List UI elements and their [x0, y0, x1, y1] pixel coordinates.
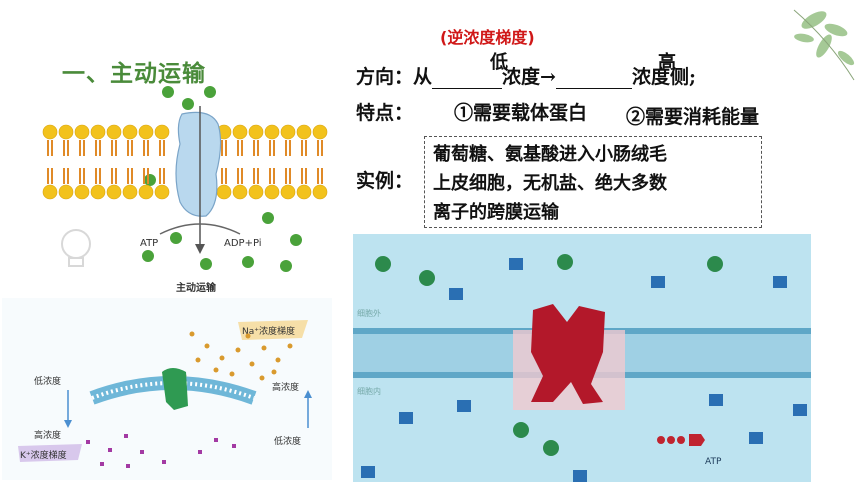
feature-2: ②需要消耗能量	[626, 102, 760, 129]
blank-low	[432, 70, 503, 89]
ion-pump-animation: 细胞外 细胞内 ATP	[353, 234, 811, 482]
high-label-left: 高浓度	[34, 429, 61, 441]
low-label-left: 低浓度	[34, 375, 61, 387]
arrow-icon: →	[540, 66, 556, 88]
example-line-3: 离子的跨膜运输	[433, 202, 559, 223]
inside-label: 细胞内	[357, 386, 381, 396]
gradient-diagram: Na⁺浓度梯度 低浓度 高浓度 高浓度 低浓度 K⁺浓度梯度	[2, 298, 332, 480]
gradient-diagram-svg: Na⁺浓度梯度 低浓度 高浓度 高浓度 低浓度 K⁺浓度梯度	[18, 320, 312, 468]
example-label: 实例：	[356, 170, 414, 192]
low-label-right: 低浓度	[274, 435, 301, 447]
answer-high: 高	[658, 52, 676, 73]
outside-label: 细胞外	[357, 308, 381, 318]
high-label-right: 高浓度	[272, 381, 299, 393]
lipid-heads-bottom	[42, 184, 328, 200]
leaf-decoration	[793, 9, 855, 81]
k-gradient-label: K⁺浓度梯度	[20, 449, 67, 461]
atp-molecule: ATP	[657, 434, 722, 467]
diagram1-caption: 主动运输	[176, 281, 217, 294]
answer-low: 低	[490, 52, 508, 73]
k-dots	[86, 434, 236, 468]
blank-high	[555, 70, 632, 89]
feature-1: ①需要载体蛋白	[454, 102, 588, 124]
na-gradient-label: Na⁺浓度梯度	[242, 325, 295, 337]
ion-pump-svg: 细胞外 细胞内 ATP	[353, 254, 811, 482]
page-title: 一、主动运输	[62, 61, 206, 87]
na-ions	[375, 254, 723, 456]
direction-mid: 浓度	[502, 66, 541, 88]
k-ions	[361, 258, 807, 482]
atp-label: ATP	[140, 238, 158, 249]
direction-line: 方向：从 浓度→ 浓度侧;	[356, 62, 696, 89]
concentration-note: (逆浓度梯度)	[440, 28, 535, 47]
example-line-2: 上皮细胞，无机盐、绝大多数	[433, 173, 667, 194]
example-line-1: 葡萄糖、氨基酸进入小肠绒毛	[433, 144, 667, 165]
adp-label: ADP+Pi	[224, 238, 262, 249]
features-line: 特点：	[356, 98, 413, 125]
lightbulb-icon	[61, 229, 91, 267]
green-molecules	[142, 86, 302, 272]
example-box: 葡萄糖、氨基酸进入小肠绒毛 上皮细胞，无机盐、绝大多数 离子的跨膜运输	[424, 136, 762, 228]
carrier-protein	[175, 111, 222, 217]
active-transport-diagram: ATP ADP+Pi 主动运输	[42, 86, 328, 294]
atp-label-2: ATP	[705, 457, 722, 467]
features-label: 特点：	[356, 102, 414, 124]
direction-end: 浓度侧;	[631, 66, 696, 88]
direction-from: 从	[413, 66, 433, 88]
lipid-tails	[47, 140, 323, 184]
na-dots	[181, 331, 293, 381]
lipid-heads-top	[42, 124, 328, 140]
direction-label: 方向：	[356, 66, 414, 88]
